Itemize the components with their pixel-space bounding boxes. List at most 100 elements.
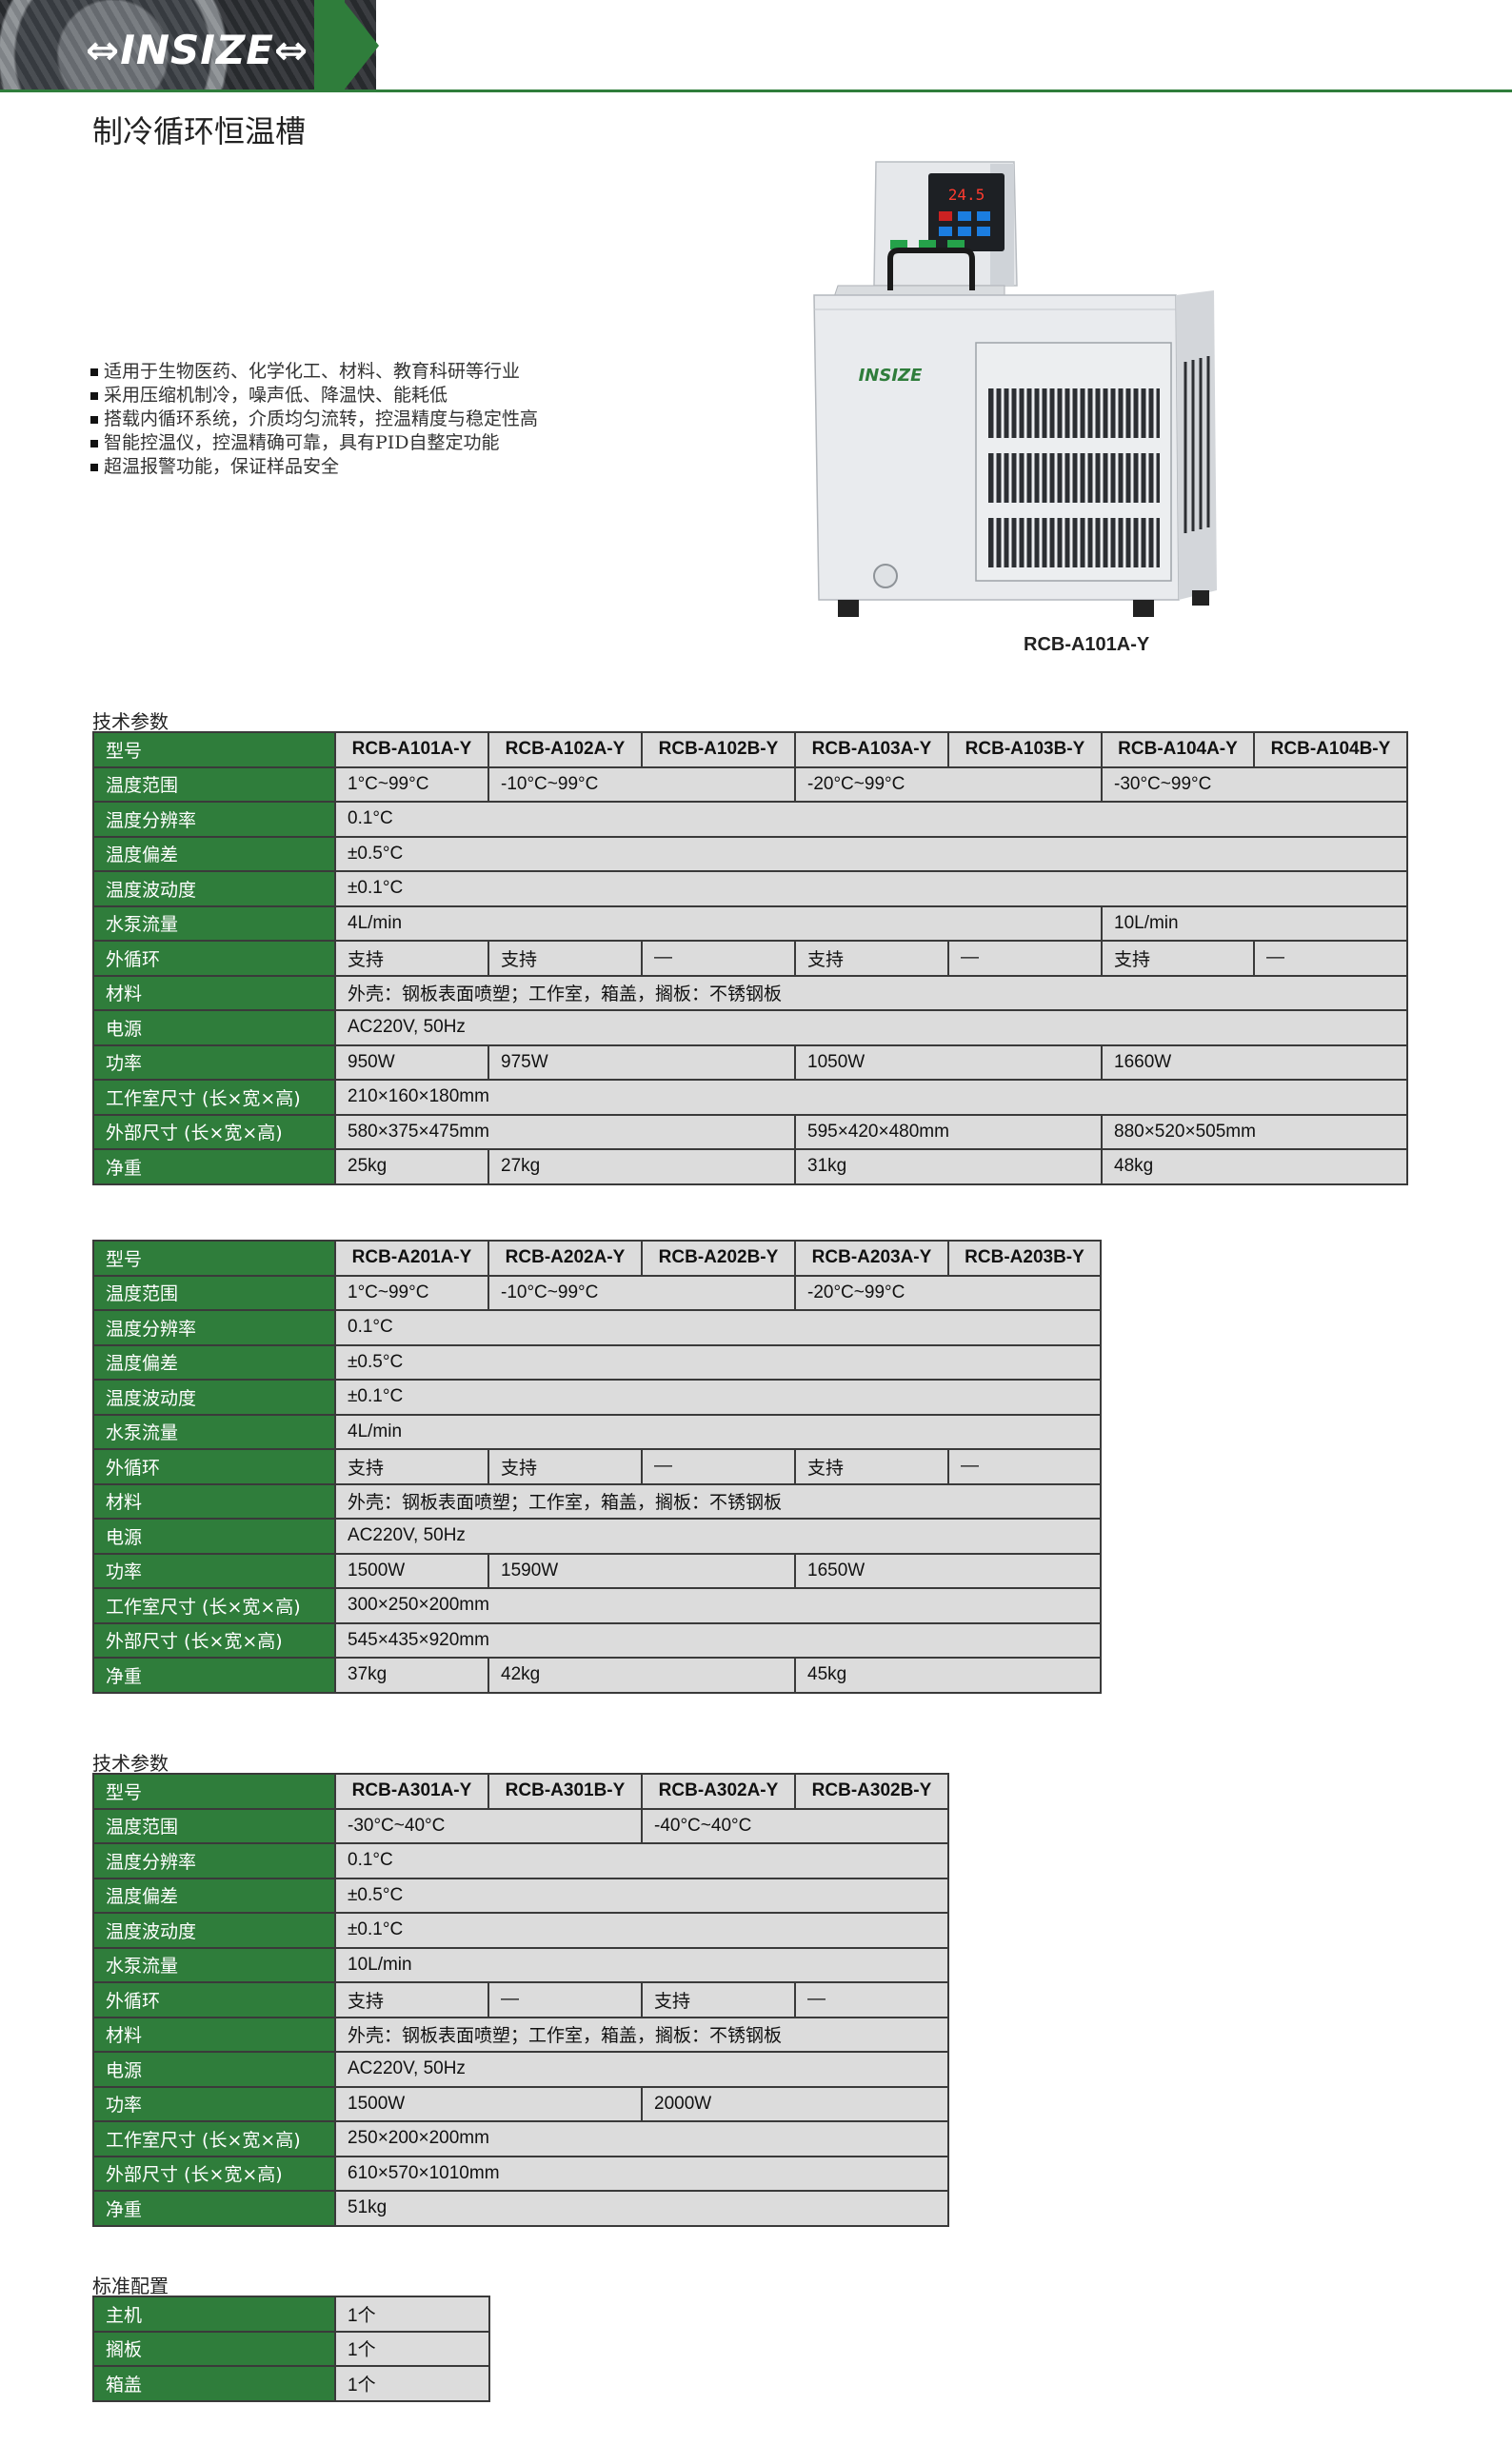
table-row: 型号 RCB-A301A-Y RCB-A301B-Y RCB-A302A-Y R… xyxy=(92,1773,949,1810)
table-cell: 1°C~99°C xyxy=(334,1274,489,1311)
table-cell: 1590W xyxy=(487,1552,796,1589)
table-row: 电源 AC220V, 50Hz xyxy=(92,1518,1102,1555)
row-label: 材料 xyxy=(92,974,336,1011)
table-cell: 300×250×200mm xyxy=(334,1587,1102,1624)
table-cell: 0.1°C xyxy=(334,801,1408,838)
row-label: 净重 xyxy=(92,1657,336,1694)
table-cell: 支持 xyxy=(487,1448,643,1485)
feature-list: 适用于生物医药、化学化工、材料、教育科研等行业 采用压缩机制冷，噪声低、降温快、… xyxy=(90,360,538,479)
table-cell: 210×160×180mm xyxy=(334,1079,1408,1116)
table-cell: -10°C~99°C xyxy=(487,1274,796,1311)
table-cell: 545×435×920mm xyxy=(334,1621,1102,1659)
row-label: 外循环 xyxy=(92,1448,336,1485)
table-cell: -10°C~99°C xyxy=(487,765,796,803)
row-label: 搁板 xyxy=(92,2330,336,2367)
table-cell: 595×420×480mm xyxy=(794,1113,1103,1150)
table-cell: 支持 xyxy=(334,1448,489,1485)
table-row: 温度分辨率 0.1°C xyxy=(92,801,1408,838)
standard-config-table: 主机 1个 搁板 1个 箱盖 1个 xyxy=(92,2296,490,2402)
table-row: 电源 AC220V, 50Hz xyxy=(92,1009,1408,1046)
spec-table-a100: 型号 RCB-A101A-Y RCB-A102A-Y RCB-A102B-Y R… xyxy=(92,731,1408,1185)
table-row: 材料 外壳：钢板表面喷塑；工作室，箱盖，搁板：不锈钢板 xyxy=(92,2016,949,2053)
table-cell: 1个 xyxy=(334,2296,490,2333)
table-cell: 支持 xyxy=(334,1981,489,2018)
table-cell: — xyxy=(947,940,1103,977)
table-cell: 42kg xyxy=(487,1657,796,1694)
table-row: 温度偏差 ±0.5°C xyxy=(92,1877,949,1914)
table-row: 温度分辨率 0.1°C xyxy=(92,1309,1102,1346)
row-label: 水泵流量 xyxy=(92,1413,336,1450)
table-cell: 975W xyxy=(487,1044,796,1081)
table-row: 净重 51kg xyxy=(92,2190,949,2227)
table-cell: ±0.5°C xyxy=(334,1343,1102,1381)
table-cell: — xyxy=(641,1448,796,1485)
model-cell: RCB-A101A-Y xyxy=(334,731,489,768)
model-cell: RCB-A102A-Y xyxy=(487,731,643,768)
table-cell: AC220V, 50Hz xyxy=(334,2051,949,2088)
table-row: 温度范围 -30°C~40°C -40°C~40°C xyxy=(92,1807,949,1844)
table-cell: -30°C~99°C xyxy=(1101,765,1408,803)
row-label: 型号 xyxy=(92,1240,336,1277)
row-label: 工作室尺寸 (长×宽×高) xyxy=(92,2120,336,2157)
section-label-specs: 技术参数 xyxy=(92,710,169,733)
row-label: 温度偏差 xyxy=(92,1343,336,1381)
table-cell: — xyxy=(947,1448,1102,1485)
table-cell: 27kg xyxy=(487,1148,796,1185)
table-row: 外循环 支持 支持 — 支持 — 支持 — xyxy=(92,940,1408,977)
model-cell: RCB-A302A-Y xyxy=(641,1773,796,1810)
row-label: 电源 xyxy=(92,1009,336,1046)
table-cell: AC220V, 50Hz xyxy=(334,1518,1102,1555)
row-label: 外循环 xyxy=(92,940,336,977)
table-row: 箱盖 1个 xyxy=(92,2365,490,2402)
table-row: 型号 RCB-A101A-Y RCB-A102A-Y RCB-A102B-Y R… xyxy=(92,731,1408,768)
row-label: 温度偏差 xyxy=(92,835,336,872)
table-cell: 10L/min xyxy=(334,1946,949,1983)
model-cell: RCB-A102B-Y xyxy=(641,731,796,768)
page-title: 制冷循环恒温槽 xyxy=(92,113,307,149)
row-label: 功率 xyxy=(92,1552,336,1589)
table-cell: 25kg xyxy=(334,1148,489,1185)
table-cell: -40°C~40°C xyxy=(641,1807,949,1844)
table-cell: 37kg xyxy=(334,1657,489,1694)
table-cell: — xyxy=(641,940,796,977)
table-cell: — xyxy=(487,1981,643,2018)
table-cell: 1650W xyxy=(794,1552,1102,1589)
model-cell: RCB-A301A-Y xyxy=(334,1773,489,1810)
table-row: 温度范围 1°C~99°C -10°C~99°C -20°C~99°C -30°… xyxy=(92,765,1408,803)
display-readout: 24.5 xyxy=(948,186,985,204)
row-label: 工作室尺寸 (长×宽×高) xyxy=(92,1587,336,1624)
table-cell: 580×375×475mm xyxy=(334,1113,796,1150)
row-label: 水泵流量 xyxy=(92,904,336,942)
table-cell: -20°C~99°C xyxy=(794,1274,1102,1311)
table-row: 温度偏差 ±0.5°C xyxy=(92,1343,1102,1381)
row-label: 外部尺寸 (长×宽×高) xyxy=(92,1621,336,1659)
row-label: 温度波动度 xyxy=(92,1379,336,1416)
table-row: 功率 950W 975W 1050W 1660W xyxy=(92,1044,1408,1081)
table-row: 温度波动度 ±0.1°C xyxy=(92,1912,949,1949)
table-cell: 外壳：钢板表面喷塑；工作室，箱盖，搁板：不锈钢板 xyxy=(334,974,1408,1011)
table-row: 型号 RCB-A201A-Y RCB-A202A-Y RCB-A202B-Y R… xyxy=(92,1240,1102,1277)
header-chevron-tip xyxy=(343,0,379,91)
table-cell: ±0.5°C xyxy=(334,835,1408,872)
row-label: 材料 xyxy=(92,2016,336,2053)
table-row: 温度波动度 ±0.1°C xyxy=(92,870,1408,907)
table-row: 搁板 1个 xyxy=(92,2330,490,2367)
feature-item: 智能控温仪，控温精确可靠，具有PID自整定功能 xyxy=(90,431,538,455)
model-cell: RCB-A301B-Y xyxy=(487,1773,643,1810)
table-cell: -30°C~40°C xyxy=(334,1807,643,1844)
table-cell: 支持 xyxy=(1101,940,1255,977)
table-cell: — xyxy=(1253,940,1408,977)
product-brand-label: INSIZE xyxy=(859,366,923,386)
table-cell: 45kg xyxy=(794,1657,1102,1694)
row-label: 温度范围 xyxy=(92,765,336,803)
table-row: 温度分辨率 0.1°C xyxy=(92,1842,949,1879)
row-label: 温度分辨率 xyxy=(92,801,336,838)
row-label: 功率 xyxy=(92,2085,336,2122)
table-row: 工作室尺寸 (长×宽×高) 210×160×180mm xyxy=(92,1079,1408,1116)
table-cell: 950W xyxy=(334,1044,489,1081)
table-cell: 支持 xyxy=(641,1981,796,2018)
row-label: 工作室尺寸 (长×宽×高) xyxy=(92,1079,336,1116)
row-label: 温度偏差 xyxy=(92,1877,336,1914)
row-label: 型号 xyxy=(92,1773,336,1810)
table-cell: 250×200×200mm xyxy=(334,2120,949,2157)
